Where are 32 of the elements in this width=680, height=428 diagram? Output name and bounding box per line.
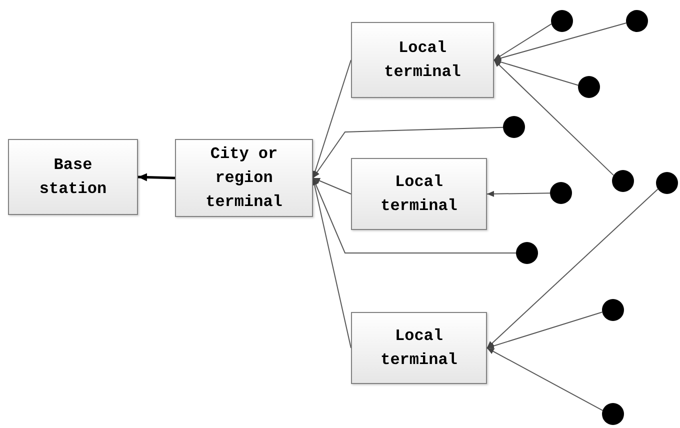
- box-label: Local terminal: [380, 172, 458, 217]
- terminal-box: [351, 158, 487, 230]
- terminal-box: [351, 22, 494, 98]
- terminal-box: [351, 312, 487, 384]
- arrow: [494, 22, 627, 61]
- arrow: [494, 60, 614, 176]
- endpoint-dot: [602, 403, 624, 425]
- terminal-box: [175, 139, 313, 217]
- arrow: [486, 188, 658, 348]
- endpoint-dot: [602, 299, 624, 321]
- endpoint-dot: [550, 182, 572, 204]
- arrow: [312, 178, 352, 194]
- arrow: [312, 126, 504, 178]
- box-label: Local terminal: [383, 38, 462, 83]
- endpoint-dot: [503, 116, 525, 138]
- endpoint-dot: [656, 172, 678, 194]
- arrow: [138, 173, 176, 182]
- endpoint-dot: [516, 242, 538, 264]
- endpoint-dot: [612, 170, 634, 192]
- arrow: [486, 348, 604, 411]
- endpoint-dot: [578, 76, 600, 98]
- box-label: City or region terminal: [204, 144, 284, 213]
- endpoint-dot: [551, 10, 573, 32]
- arrow: [494, 23, 552, 60]
- arrow: [486, 190, 550, 197]
- arrow: [494, 59, 579, 86]
- endpoint-dot: [626, 10, 648, 32]
- box-label: Base station: [38, 155, 108, 200]
- arrow: [486, 312, 603, 349]
- arrow: [312, 178, 516, 254]
- box-label: Local terminal: [380, 326, 458, 371]
- terminal-box: [8, 139, 138, 215]
